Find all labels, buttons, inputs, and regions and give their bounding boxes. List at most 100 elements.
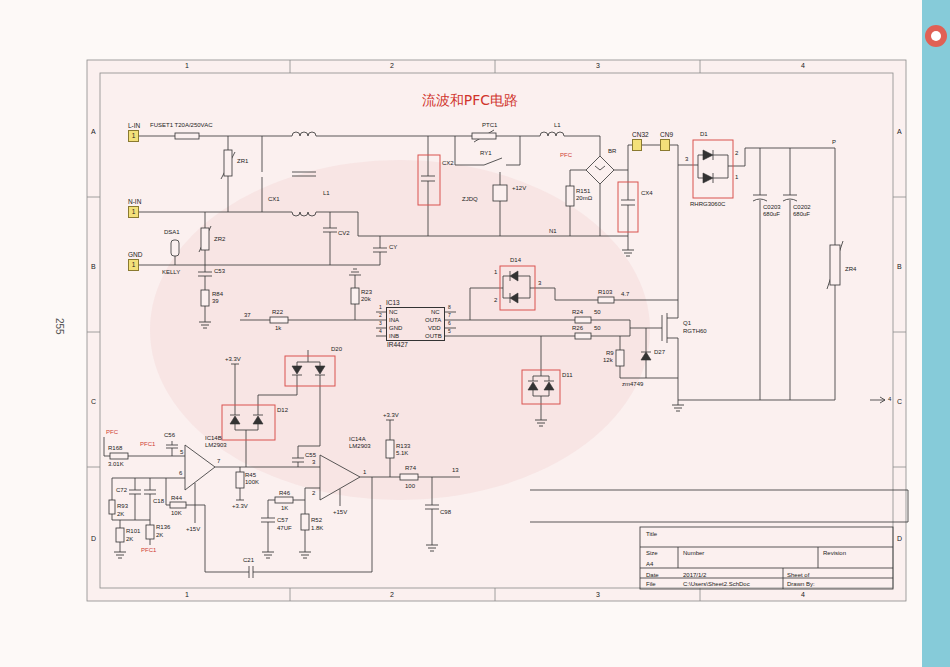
part-label: CX4 [641, 190, 653, 196]
part-label: R26 [572, 325, 583, 331]
part-label: 2017/1/2 [683, 572, 706, 578]
part-label: Size [646, 550, 658, 556]
part-label: PFC [106, 429, 118, 435]
part-label: C [897, 398, 902, 405]
part-label: ZR1 [237, 158, 248, 164]
part-label: 4.7 [621, 291, 629, 297]
part-label: C21 [243, 557, 254, 563]
part-label: 3 [596, 591, 600, 598]
part-label: 47UF [277, 525, 292, 531]
logo-center [931, 31, 941, 41]
part-label: 6 [179, 470, 182, 476]
part-label: +12V [512, 185, 526, 191]
node-label: IR4427 [387, 342, 408, 349]
part-label: Q1 [683, 320, 691, 326]
part-label: Drawn By: [787, 581, 815, 587]
part-label: 100 [405, 483, 415, 489]
part-label: 7 [448, 313, 451, 318]
part-label: P [832, 139, 836, 145]
part-label: 255 [54, 318, 64, 335]
resistor-symbols [109, 133, 840, 542]
diode-symbols [230, 150, 713, 424]
part-label: +3.3V [232, 503, 248, 509]
part-label: C53 [214, 268, 225, 274]
part-label: NC [389, 309, 398, 315]
part-label: R45 [245, 472, 256, 478]
part-label: 1 [735, 174, 738, 180]
part-label: 100K [245, 479, 259, 485]
pad-number: 1 [132, 209, 136, 216]
part-label: PFC [560, 152, 572, 158]
connector-pad: CN32 [632, 139, 642, 151]
inner-frame [100, 73, 893, 588]
part-label: R9 [606, 350, 614, 356]
part-label: R136 [156, 524, 170, 530]
part-label: C55 [305, 452, 316, 458]
part-label: D27 [654, 349, 665, 355]
part-label: 7 [217, 458, 220, 464]
part-label: 1K [281, 505, 288, 511]
part-label: B [897, 263, 902, 270]
part-label: 13 [452, 467, 459, 473]
part-label: VDD [428, 325, 441, 331]
part-label: 4 [888, 396, 891, 402]
part-label: 1 [494, 269, 497, 275]
node-label: GND [128, 252, 142, 259]
part-label: IC14B [205, 435, 222, 441]
part-label: +15V [186, 526, 200, 532]
part-label: OUTA [425, 317, 441, 323]
part-label: C56 [164, 432, 175, 438]
part-label: C18 [153, 498, 164, 504]
part-label: ZR4 [845, 266, 856, 272]
part-label: 10K [171, 510, 182, 516]
part-label: R101 [126, 528, 140, 534]
grid-ticks [87, 60, 906, 601]
part-label: 3 [538, 280, 541, 286]
part-label: 1k [275, 325, 281, 331]
connector-pad: CN9 [660, 139, 670, 151]
part-label: 3 [312, 459, 315, 465]
part-label: L1 [323, 190, 330, 196]
part-label: A [897, 128, 902, 135]
part-label: D [91, 535, 96, 542]
part-label: CX1 [268, 196, 280, 202]
wires [104, 130, 908, 589]
part-label: 20k [361, 296, 371, 302]
connector-pad: L-IN1 [128, 130, 139, 142]
part-label: Number [683, 550, 704, 556]
part-label: 1 [185, 591, 189, 598]
part-label: 4 [801, 62, 805, 69]
node-label: IC13 [386, 300, 400, 307]
part-label: 50 [594, 309, 601, 315]
part-label: C0202 [793, 204, 811, 210]
part-label: C98 [440, 509, 451, 515]
part-label: A4 [646, 561, 653, 567]
logo [925, 25, 947, 47]
part-label: R44 [171, 495, 182, 501]
part-label: Date [646, 572, 659, 578]
part-label: D1 [700, 131, 708, 137]
part-label: R23 [361, 289, 372, 295]
part-label: 2 [735, 150, 738, 156]
part-label: NC [431, 309, 440, 315]
part-label: R22 [272, 309, 283, 315]
part-label: LM2903 [349, 443, 371, 449]
part-label: C [91, 398, 96, 405]
part-label: zm4749 [622, 381, 643, 387]
node-label: CN32 [632, 132, 649, 139]
part-label: DSA1 [164, 229, 180, 235]
part-label: 4 [379, 329, 382, 334]
part-label: INA [389, 317, 399, 323]
part-label: 5 [180, 449, 183, 455]
connector-pad: GND1 [128, 259, 139, 271]
part-label: R84 [212, 291, 223, 297]
part-label: D20 [331, 346, 342, 352]
part-label: 2 [312, 490, 315, 496]
ic-chip: IC13IR4427 [386, 307, 445, 341]
part-label: OUTB [425, 333, 442, 339]
diagram-title: 流波和PFC电路 [300, 93, 640, 107]
part-label: 39 [212, 298, 219, 304]
part-label: RY1 [480, 150, 492, 156]
part-label: 2K [126, 536, 133, 542]
